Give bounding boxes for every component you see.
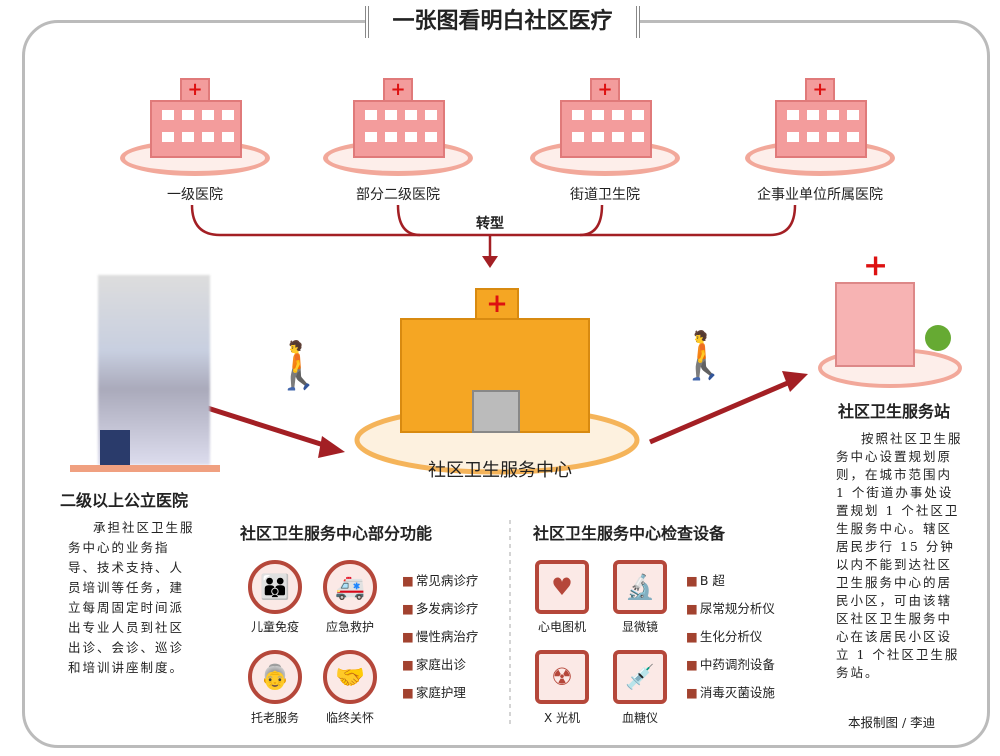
building-base (70, 465, 220, 472)
cross-icon: + (863, 248, 889, 283)
icon-label: 托老服务 (250, 711, 299, 725)
bracket-branches (396, 204, 604, 237)
list-item: 家庭出诊 (402, 654, 478, 682)
tree-icon (925, 325, 951, 351)
transform-label: 转型 (476, 216, 504, 232)
hospital-label: 一级医院 (167, 187, 223, 203)
list-item: 生化分析仪 (686, 626, 775, 654)
public-hospital-description: 承担社区卫生服务中心的业务指导、技术支持、人员培训等任务，建立每周固定时间派出专… (68, 520, 195, 675)
icon-label: 心电图机 (537, 620, 586, 634)
person-with-medkit-icon: 🚶 (270, 338, 328, 392)
functions-list: 常见病诊疗 多发病诊疗 慢性病治疗 家庭出诊 家庭护理 (402, 570, 479, 710)
microscope-icon: 🔬 (613, 560, 667, 614)
building-detail (100, 430, 130, 465)
hospital-label: 街道卫生院 (570, 187, 640, 203)
xray-machine-icon: ☢ (535, 650, 589, 704)
credit: 本报制图 / 李迪 (848, 715, 936, 730)
hospital-icon: + (323, 78, 473, 188)
list-item: B 超 (686, 570, 775, 598)
icon-label: 临终关怀 (325, 711, 374, 725)
person-with-medkit-icon: 🚶 (675, 328, 733, 382)
icon-label: 儿童免疫 (250, 620, 299, 634)
hospital-label: 部分二级医院 (356, 187, 440, 203)
left-arrow (197, 402, 331, 450)
ecg-machine-icon: ♥ (535, 560, 589, 614)
list-item: 多发病诊疗 (402, 598, 479, 626)
list-item: 常见病诊疗 (402, 570, 479, 598)
list-item: 家庭护理 (402, 682, 478, 710)
hospital-icon: + (120, 78, 270, 188)
list-item: 尿常规分析仪 (686, 598, 775, 626)
icon-label: X 光机 (543, 711, 581, 725)
station-description: 按照社区卫生服务中心设置规划原则，在城市范围内 1 个街道办事处设置规划 1 个… (836, 431, 963, 680)
equipment-list: B 超 尿常规分析仪 生化分析仪 中药调剂设备 消毒灭菌设施 (686, 570, 775, 710)
list-item: 中药调剂设备 (686, 654, 775, 682)
child-immunization-icon: 👪 (248, 560, 302, 614)
right-arrow (649, 379, 791, 445)
icon-label: 显微镜 (621, 620, 658, 634)
hospice-care-icon: 🤝 (323, 650, 377, 704)
equipment-title: 社区卫生服务中心检查设备 (533, 524, 726, 543)
service-station-building (835, 282, 915, 367)
functions-title: 社区卫生服务中心部分功能 (240, 524, 433, 543)
hospital-icon: + (530, 78, 680, 188)
public-hospital-title: 二级以上公立医院 (60, 491, 189, 510)
icon-label: 应急救护 (325, 620, 374, 634)
center-label: 社区卫生服务中心 (428, 460, 572, 481)
hospital-label: 企事业单位所属医院 (757, 187, 883, 203)
down-arrow-head (482, 256, 498, 268)
icon-label: 血糖仪 (621, 711, 658, 725)
center-door (472, 390, 520, 433)
station-title: 社区卫生服务站 (838, 402, 951, 421)
emergency-rescue-icon: 🚑 (323, 560, 377, 614)
page-title: 一张图看明白社区医疗 (365, 6, 640, 38)
list-item: 消毒灭菌设施 (686, 682, 775, 710)
right-arrow-head (782, 371, 808, 392)
elderly-care-icon: 👵 (248, 650, 302, 704)
hospital-icon: + (745, 78, 895, 188)
glucose-meter-icon: 💉 (613, 650, 667, 704)
community-center-building (400, 318, 590, 433)
list-item: 慢性病治疗 (402, 626, 479, 654)
merge-bracket (190, 204, 797, 237)
cross-icon: + (475, 288, 519, 320)
left-arrow-head (318, 436, 345, 458)
